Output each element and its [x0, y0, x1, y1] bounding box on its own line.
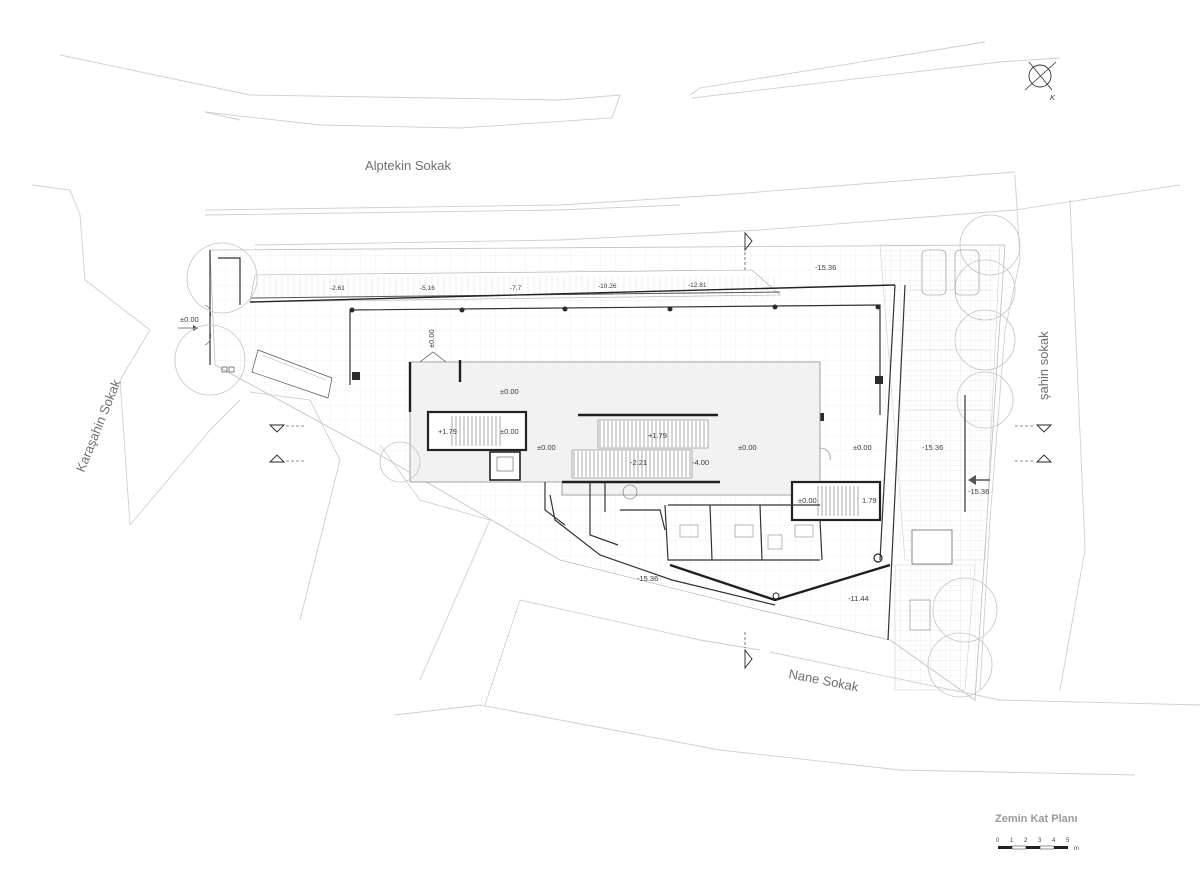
stair-core-east: ±0.00 1.79 — [790, 447, 882, 522]
level-yard-e: -15.36 — [922, 443, 943, 452]
north-arrow-icon: K — [1024, 61, 1057, 102]
stair-central-down-level: -2.21 — [630, 458, 647, 467]
drawing-title: Zemin Kat Planı — [995, 813, 1078, 825]
ramp-level-4: -10.26 — [598, 283, 617, 290]
east-service — [905, 249, 990, 631]
south-rooms — [544, 482, 883, 600]
scale-tick-5: 5 — [1066, 838, 1070, 844]
street-label-south: Nane Sokak — [787, 666, 860, 694]
section-markers — [268, 231, 1053, 670]
level-hall-b: ±0.00 — [537, 443, 556, 452]
street-label-east: şahin sokak — [1036, 331, 1051, 400]
street-label-west: Karaşahin Sokak — [73, 377, 124, 474]
west-entrance — [178, 250, 333, 399]
stair-central-down2-level: -4.00 — [692, 458, 709, 467]
north-label: K — [1050, 93, 1056, 102]
title-block: Zemin Kat Planı 0 1 2 3 4 5 m — [995, 813, 1079, 852]
level-entrance-west: ±0.00 — [180, 315, 199, 324]
context-roads — [31, 41, 1200, 776]
ramp-level-2: -5.16 — [420, 285, 435, 292]
level-hall-d: ±0.00 — [853, 443, 872, 452]
ramp-level-3: -7.7 — [510, 285, 522, 292]
stair-east-level-b: 1.79 — [862, 496, 877, 505]
level-yard-s: -15.36 — [637, 574, 658, 583]
level-entrance-top: ±0.00 — [427, 329, 436, 348]
level-annotations: ±0.00 ±0.00 ±0.00 ±0.00 ±0.00 ±0.00 -15.… — [180, 263, 989, 603]
level-yard-se: -11.44 — [848, 594, 869, 603]
parking-ramp: -2.61 -5.16 -7.7 -10.26 -12.81 — [249, 269, 896, 303]
building-outline — [349, 284, 906, 641]
scale-unit: m — [1074, 846, 1079, 852]
ramp-level-5: -12.81 — [688, 282, 707, 289]
stair-core-central: +1.79 -2.21 -4.00 — [562, 413, 720, 484]
stair-core-west: +1.79 ±0.00 — [426, 410, 528, 481]
level-hall-c: ±0.00 — [738, 443, 757, 452]
street-label-north: Alptekin Sokak — [365, 158, 451, 173]
scale-bar: 0 1 2 3 4 5 m — [996, 838, 1079, 852]
trees — [174, 214, 1021, 698]
scale-tick-1: 1 — [1010, 838, 1014, 844]
stair-west-down-level: ±0.00 — [500, 427, 519, 436]
stair-east-level-a: ±0.00 — [798, 496, 817, 505]
scale-tick-4: 4 — [1052, 838, 1056, 844]
stair-central-up-level: +1.79 — [648, 431, 667, 440]
level-hall-a: ±0.00 — [500, 387, 519, 396]
level-yard-ne: -15.36 — [815, 263, 836, 272]
stair-west-up-level: +1.79 — [438, 427, 457, 436]
level-yard-e-arrow: -15.36 — [968, 487, 989, 496]
scale-tick-3: 3 — [1038, 838, 1042, 844]
scale-tick-0: 0 — [996, 838, 1000, 844]
ramp-level-1: -2.61 — [330, 285, 345, 292]
scale-tick-2: 2 — [1024, 838, 1028, 844]
